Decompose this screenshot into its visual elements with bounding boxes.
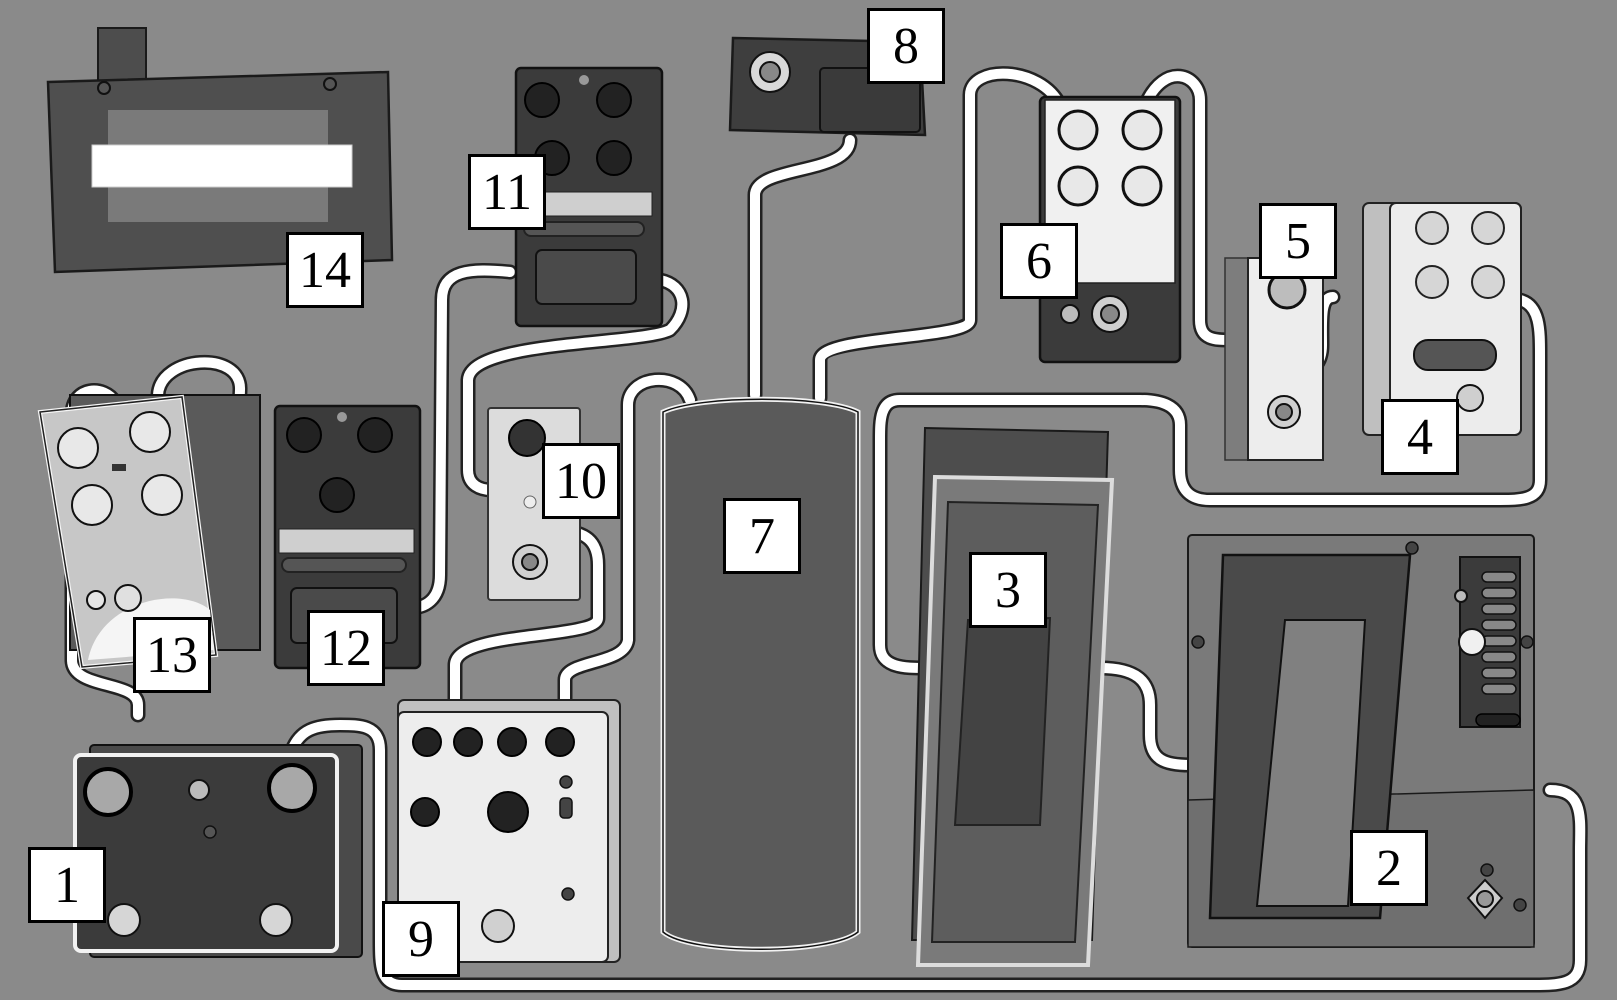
pedal-7 — [660, 396, 861, 952]
knob-icon — [57, 427, 99, 469]
screw-icon — [1480, 863, 1494, 877]
toggle-switch-icon — [188, 779, 210, 801]
footswitch-icon — [481, 909, 515, 943]
knob-icon — [357, 417, 393, 453]
toggle-switch-icon — [112, 464, 126, 471]
knob-icon — [1057, 165, 1099, 207]
knob-icon — [410, 797, 440, 827]
pedal-3 — [910, 426, 1115, 967]
display-icon — [91, 144, 353, 188]
knob-icon — [596, 140, 632, 176]
pedal-9 — [397, 699, 621, 963]
knob-icon — [508, 419, 546, 457]
label-14: 14 — [286, 232, 364, 308]
label-13: 13 — [133, 617, 211, 693]
knob-icon — [286, 417, 322, 453]
led-icon — [579, 75, 589, 85]
knob-icon — [1121, 165, 1163, 207]
label-10: 10 — [542, 443, 620, 519]
knob-icon — [487, 791, 529, 833]
led-icon — [203, 825, 217, 839]
pedal-5 — [1224, 257, 1324, 461]
label-8: 8 — [867, 8, 945, 84]
knob-icon — [319, 477, 355, 513]
label-5: 5 — [1259, 203, 1337, 279]
screw-icon — [1520, 635, 1534, 649]
pedal-2 — [1187, 534, 1535, 948]
label-12: 12 — [307, 610, 385, 686]
slider-icon — [1481, 571, 1517, 695]
knob-icon — [83, 767, 133, 817]
led-icon — [1060, 304, 1080, 324]
led-icon — [523, 495, 537, 509]
led-icon — [561, 887, 575, 901]
label-4: 4 — [1381, 399, 1459, 475]
screw-icon — [1191, 635, 1205, 649]
label-9: 9 — [382, 901, 460, 977]
label-6: 6 — [1000, 223, 1078, 299]
led-icon — [86, 590, 106, 610]
pedal-4 — [1362, 202, 1522, 436]
footswitch-icon — [1456, 384, 1484, 412]
label-3: 3 — [969, 552, 1047, 628]
knob-icon — [1415, 265, 1449, 299]
knob-icon — [596, 82, 632, 118]
knob-icon — [524, 82, 560, 118]
footswitch-icon — [1458, 628, 1486, 656]
pedal-13 — [37, 394, 261, 670]
knob-icon — [497, 727, 527, 757]
knob-icon — [412, 727, 442, 757]
knob-icon — [1471, 265, 1505, 299]
knob-icon — [267, 763, 317, 813]
label-1: 1 — [28, 847, 106, 923]
cables — [64, 66, 1588, 993]
knob-icon — [1057, 109, 1099, 151]
pedal-1 — [73, 744, 363, 958]
knob-icon — [545, 727, 575, 757]
label-7: 7 — [723, 498, 801, 574]
knob-icon — [1471, 211, 1505, 245]
knob-icon — [141, 474, 183, 516]
led-icon — [337, 412, 347, 422]
knob-icon — [71, 484, 113, 526]
device-14 — [46, 27, 394, 274]
footswitch-icon — [259, 903, 293, 937]
toggle-switch-icon — [1454, 589, 1468, 603]
knob-icon — [1121, 109, 1163, 151]
knob-icon — [453, 727, 483, 757]
toggle-switch-icon — [559, 797, 573, 819]
screw-icon — [1405, 541, 1419, 555]
label-11: 11 — [468, 154, 546, 230]
screw-icon — [1513, 898, 1527, 912]
screw-icon — [323, 77, 337, 91]
knob-icon — [129, 411, 171, 453]
screw-icon — [97, 81, 111, 95]
footswitch-icon — [114, 584, 142, 612]
label-2: 2 — [1350, 830, 1428, 906]
led-icon — [559, 775, 573, 789]
knob-icon — [1415, 211, 1449, 245]
footswitch-icon — [107, 903, 141, 937]
